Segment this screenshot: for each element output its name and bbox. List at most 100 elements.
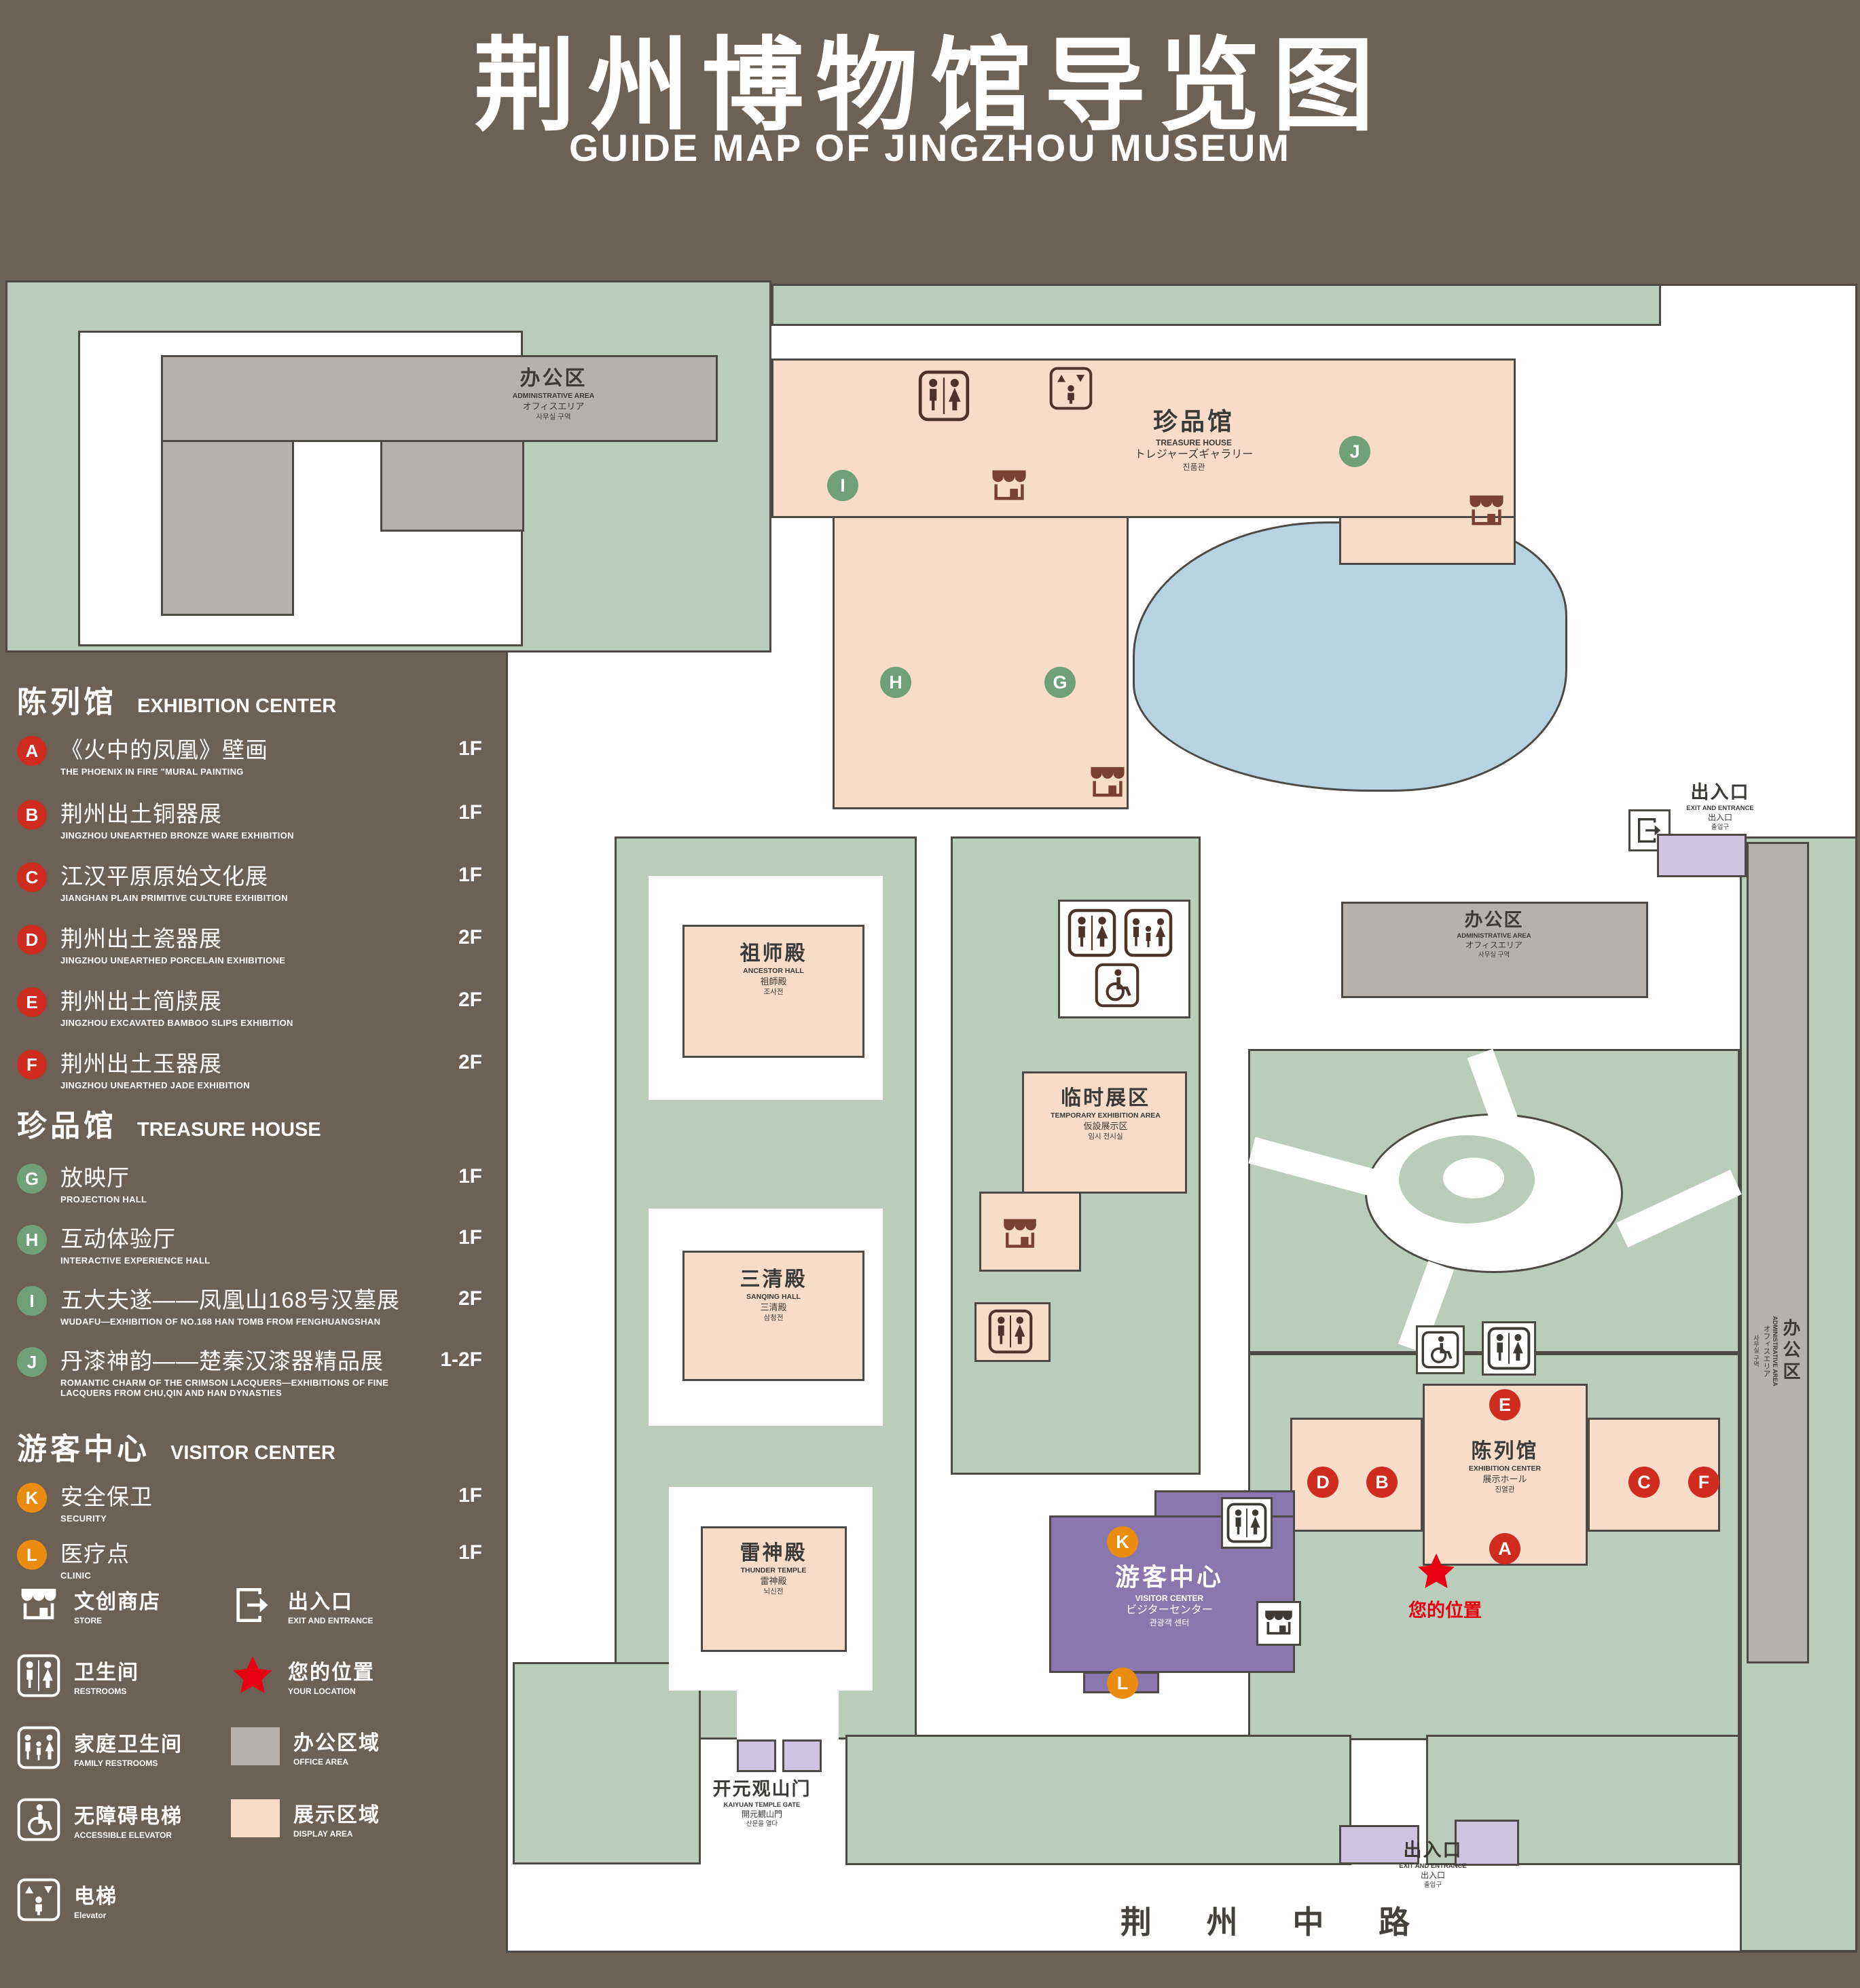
item-zh: 丹漆神韵——楚秦汉漆器精品展	[60, 1348, 384, 1374]
legend-item-G: G 放映厅 PROJECTION HALL 1F	[17, 1160, 499, 1204]
label-ko: 출입구	[1423, 1881, 1442, 1890]
label-ko: 사무실 구역	[536, 412, 571, 421]
item-floor: 2F	[458, 926, 482, 949]
section-title-en: EXHIBITION CENTER	[137, 695, 337, 717]
temple-gate-block	[737, 1740, 776, 1772]
item-zh: 放映厅	[60, 1165, 130, 1190]
section-title-en: VISITOR CENTER	[170, 1442, 335, 1464]
item-en: INTERACTIVE EXPERIENCE HALL	[60, 1255, 211, 1266]
temporary-exhibition-label: 临时展区 TEMPORARY EXHIBITION AREA 仮設展示区 임시 …	[1051, 1085, 1161, 1141]
marker-letter: H	[889, 671, 902, 693]
admin-mid-building	[1341, 902, 1648, 998]
elevator-icon	[1049, 367, 1093, 410]
restroom-icon	[1482, 1321, 1536, 1376]
legend-symbol-elevator: 电梯 Elevator	[17, 1878, 117, 1921]
item-en: WUDAFU—EXHIBITION OF NO.168 HAN TOMB FRO…	[60, 1317, 381, 1327]
label-zh: 三清殿	[740, 1268, 807, 1291]
family-restroom-icon	[1124, 908, 1173, 957]
marker-L: L	[1107, 1668, 1138, 1699]
office-area-swatch	[231, 1727, 280, 1765]
treasure-house-label: 珍品馆 TREASURE HOUSE トレジャーズギャラリー 진품관	[1135, 406, 1253, 473]
legend-item-J: J 丹漆神韵——楚秦汉漆器精品展 ROMANTIC CHARM OF THE C…	[17, 1343, 499, 1398]
label-ja: オフィスエリア	[1762, 1325, 1770, 1378]
label-zh: 游客中心	[1114, 1563, 1224, 1591]
item-zh: 五大夫遂——凤凰山168号汉墓展	[60, 1287, 401, 1312]
marker-E: E	[1489, 1389, 1520, 1420]
legend-letter-C: C	[17, 862, 47, 892]
restroom-icon	[17, 1654, 60, 1697]
item-floor: 1F	[458, 1541, 482, 1564]
legend-letter-J: J	[17, 1347, 47, 1377]
admin-top-label: 办公区 ADMINISTRATIVE AREA オフィスエリア 사무실 구역	[513, 365, 595, 422]
exit-right-label: 出入口 EXIT AND ENTRANCE 出入口 출입구	[1686, 781, 1753, 832]
restroom-icon	[988, 1309, 1033, 1354]
legend-letter-D: D	[17, 925, 47, 955]
family-restroom-icon	[17, 1726, 60, 1769]
road-label: 荆 州 中 路	[1120, 1904, 1434, 1940]
label-ja: オフィスエリア	[522, 401, 585, 411]
item-floor: 2F	[458, 989, 482, 1011]
symbol-en: ACCESSIBLE ELEVATOR	[74, 1830, 172, 1840]
legend-item-H: H 互动体验厅 INTERACTIVE EXPERIENCE HALL 1F	[17, 1221, 499, 1266]
label-ko: 임시 전시실	[1088, 1132, 1123, 1141]
label-ja: ビジターセンター	[1126, 1604, 1213, 1617]
label-zh: 出入口	[1403, 1840, 1463, 1860]
treasure-house-top	[771, 358, 1516, 518]
temple-gate-block	[782, 1740, 822, 1772]
label-zh: 陈列馆	[1471, 1440, 1539, 1462]
label-en: THUNDER TEMPLE	[740, 1566, 807, 1575]
item-zh: 荆州出土玉器展	[60, 1051, 222, 1076]
legend-letter-B: B	[17, 800, 47, 830]
marker-letter: B	[1375, 1471, 1389, 1492]
label-zh: 祖师殿	[740, 942, 807, 965]
exit-bottom-gate	[1339, 1825, 1419, 1864]
symbol-en: YOUR LOCATION	[288, 1687, 356, 1696]
label-ko: 뇌신전	[763, 1587, 784, 1596]
label-ja: 祖師殿	[760, 976, 787, 987]
item-floor: 1-2F	[440, 1348, 482, 1371]
item-en: JINGZHOU UNEARTHED BRONZE WARE EXHIBITIO…	[60, 830, 294, 841]
item-floor: 1F	[458, 1226, 482, 1249]
treasure-house-west-wing	[833, 516, 1129, 809]
restroom-icon	[1221, 1497, 1273, 1549]
marker-letter: C	[1637, 1471, 1651, 1492]
legend-symbol-display-area: 展示区域 DISPLAY AREA	[231, 1798, 380, 1839]
symbol-en: EXIT AND ENTRANCE	[288, 1616, 373, 1625]
green-bottom-left	[513, 1662, 701, 1864]
legend-item-F: F 荆州出土玉器展 JINGZHOU UNEARTHED JADE EXHIBI…	[17, 1046, 499, 1090]
marker-A: A	[1489, 1533, 1520, 1564]
label-zh: 出入口	[1690, 782, 1750, 803]
restroom-icon	[1068, 908, 1116, 957]
legend-item-L: L 医疗点 CLINIC 1F	[17, 1536, 499, 1581]
item-zh: 江汉平原原始文化展	[60, 864, 268, 889]
label-en: TEMPORARY EXHIBITION AREA	[1051, 1111, 1161, 1120]
item-zh: 互动体验厅	[60, 1226, 176, 1251]
label-ja: 展示ホール	[1482, 1473, 1527, 1484]
label-ko: 진열관	[1495, 1485, 1515, 1494]
legend-symbol-exit: 出入口 EXIT AND ENTRANCE	[231, 1583, 373, 1627]
store-icon	[1000, 1214, 1040, 1255]
label-en: EXIT AND ENTRANCE	[1399, 1862, 1467, 1871]
green-bottom-center	[845, 1735, 1351, 1865]
item-floor: 1F	[458, 801, 482, 824]
exhibition-center-label: 陈列馆 EXHIBITION CENTER 展示ホール 진열관	[1469, 1438, 1541, 1494]
legend-letter-I: I	[17, 1286, 47, 1316]
item-floor: 1F	[458, 864, 482, 886]
section-title-zh: 珍品馆	[17, 1109, 117, 1143]
item-zh: 医疗点	[60, 1541, 130, 1566]
temporary-exhibition-annex	[979, 1192, 1081, 1272]
green-top-strip	[771, 284, 1661, 326]
marker-J: J	[1339, 436, 1370, 467]
label-en: TREASURE HOUSE	[1155, 437, 1232, 447]
marker-C: C	[1628, 1467, 1660, 1498]
page-subtitle: GUIDE MAP OF JINGZHOU MUSEUM	[568, 126, 1292, 169]
marker-letter: I	[840, 475, 845, 496]
accessible-elevator-icon	[17, 1798, 60, 1841]
display-area-swatch	[231, 1799, 280, 1837]
exit-right-gate	[1657, 834, 1747, 877]
symbol-zh: 办公区域	[293, 1732, 380, 1754]
temporary-exhibition	[1022, 1071, 1187, 1194]
